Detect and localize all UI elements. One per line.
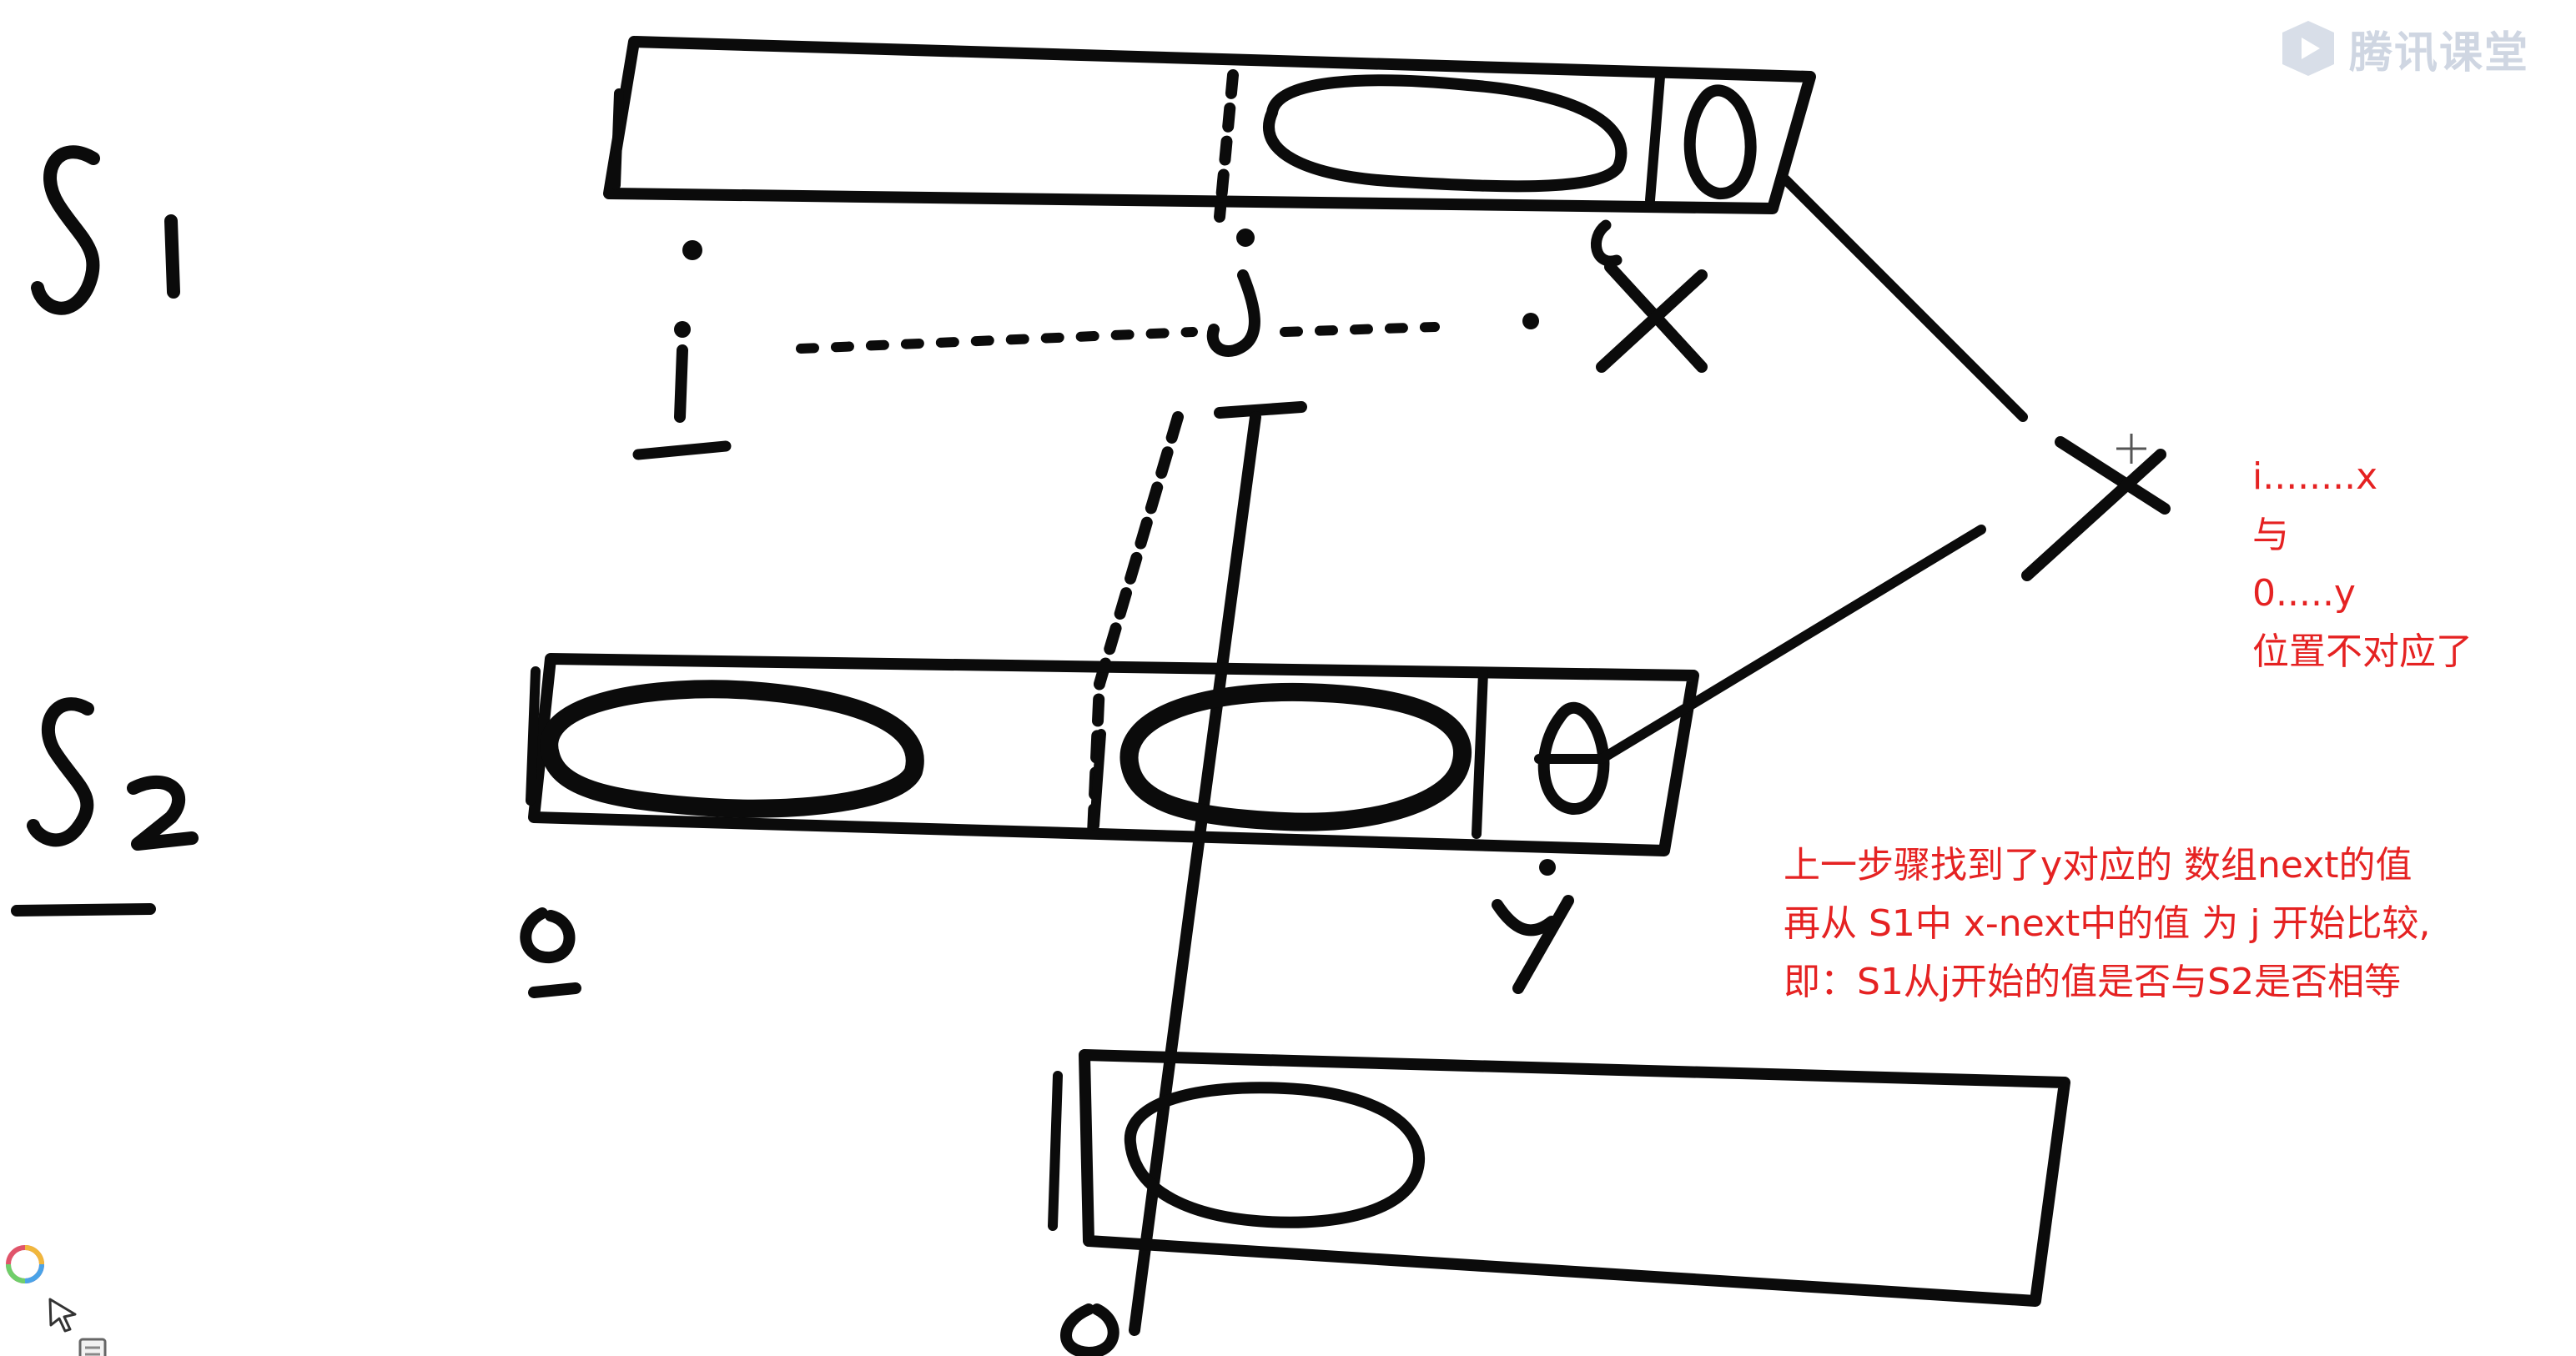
pointer-arrow-icon[interactable]: [42, 1293, 85, 1336]
annotation-line: 0.....y: [2252, 572, 2356, 615]
app-logo: 腾讯课堂: [2277, 15, 2529, 82]
mismatch-connectors: [1597, 174, 2171, 764]
annotation-line: 位置不对应了: [2252, 630, 2473, 673]
cursor-crosshair-icon: [2116, 434, 2146, 464]
j-vertical-line: [1087, 411, 1261, 1336]
document-icon[interactable]: [72, 1334, 115, 1356]
annotation-explanation: 上一步骤找到了y对应的 数组next的值 再从 S1中 x-next中的值 为 …: [1784, 836, 2430, 1012]
tool-dock: [0, 1176, 108, 1356]
s1-array: [603, 36, 1816, 223]
s2-array: [526, 653, 1699, 856]
s2-label: [11, 697, 199, 917]
annotation-line: 即：S1从j开始的值是否与S2是否相等: [1784, 961, 2402, 1003]
annotation-line: 再从 S1中 x-next中的值 为 j 开始比较,: [1784, 902, 2431, 945]
annotation-line: 与: [2252, 514, 2289, 556]
annotation-line: i........x: [2252, 455, 2378, 498]
index-row: [632, 229, 1440, 460]
s2-markers: [520, 859, 1574, 998]
annotation-mismatch: i........x 与 0.....y 位置不对应了: [2252, 448, 2473, 681]
play-logo-icon: [2282, 21, 2334, 76]
bottom-array: [1048, 1049, 2070, 1356]
s1-markers: [682, 219, 1708, 373]
color-wheel-icon[interactable]: [3, 1243, 47, 1286]
annotation-line: 上一步骤找到了y对应的 数组next的值: [1784, 844, 2412, 886]
s1-label: [31, 145, 180, 315]
logo-text: 腾讯课堂: [2349, 28, 2530, 78]
